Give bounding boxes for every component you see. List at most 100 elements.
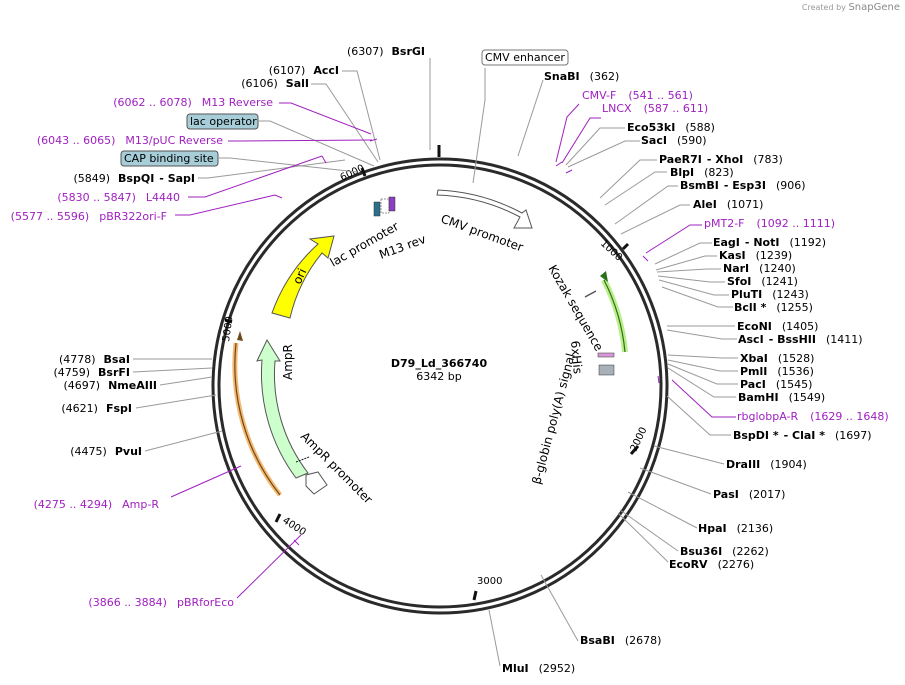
leader-bsrfi xyxy=(132,367,213,373)
polya-label: β-globin poly(A) signal xyxy=(529,352,577,486)
primer-pmt2f: pMT2-F(1092 .. 1111) xyxy=(704,217,835,230)
leader-sfoi xyxy=(657,275,725,283)
site-bcli: BclI *(1255) xyxy=(734,301,813,314)
leader-cap-site xyxy=(218,157,358,173)
site-bspqi: (5849)BspQI- SapI xyxy=(73,172,195,185)
leader-mlui xyxy=(488,609,501,667)
ampr-promoter-arrow xyxy=(305,471,328,495)
site-fspi: (4621)FspI xyxy=(61,402,132,415)
site-bsai: (4778)BsaI xyxy=(59,353,130,366)
primer-cmvf: CMV-F(541 .. 561) xyxy=(582,89,693,102)
primer-tick-pmt2f xyxy=(642,255,649,262)
site-bsmbi: BsmBI- Esp3I(906) xyxy=(680,179,806,192)
plasmid-length: 6342 bp xyxy=(416,370,461,383)
leader-bspqi xyxy=(198,159,346,179)
leader-ecorv xyxy=(617,512,669,563)
leader-nmeaiii xyxy=(159,376,213,386)
tick-label-4000: 4000 xyxy=(280,515,307,538)
his-label: 6xHis xyxy=(568,340,585,374)
ori-label: ori xyxy=(290,266,309,286)
ampr-promoter-dash xyxy=(295,456,310,463)
leader-bcli xyxy=(661,286,733,308)
amp-r-primer-head xyxy=(237,331,243,341)
leader-draiii xyxy=(653,445,725,465)
site-bsabi: BsaBI(2678) xyxy=(580,634,661,647)
site-mlui: MluI(2952) xyxy=(502,662,575,675)
leader-snabi xyxy=(517,79,544,157)
primer-l4440: (5830 .. 5847)L4440 xyxy=(57,191,180,204)
site-eco53ki: Eco53kI(588) xyxy=(627,121,715,134)
ori-arrow xyxy=(271,235,335,319)
site-sfoi: SfoI(1241) xyxy=(727,275,798,288)
site-xbai: XbaI(1528) xyxy=(740,352,814,365)
site-pmli: PmlI(1536) xyxy=(740,365,814,378)
backbone-inner-ring xyxy=(217,163,663,609)
lac-promoter-mark xyxy=(380,198,390,214)
tick-6000 xyxy=(360,167,367,177)
tick-1000 xyxy=(621,242,630,251)
branding-name: SnapGene xyxy=(848,2,900,13)
site-ecorv: EcoRV(2276) xyxy=(669,558,754,571)
lac-operator-text: lac operator xyxy=(190,115,257,128)
tick-label-3000: 3000 xyxy=(477,576,502,587)
primer-tick-pbrforeco xyxy=(293,539,300,546)
tick-2000 xyxy=(629,445,640,455)
primer-leader-m13puc xyxy=(228,139,373,142)
site-snabi: SnaBI(362) xyxy=(544,70,619,83)
leader-eco53ki xyxy=(565,127,625,166)
leader-paer7i xyxy=(599,159,657,199)
primer-leader-rbglobpa xyxy=(671,379,736,418)
site-bspdi: BspDI *- ClaI *(1697) xyxy=(733,429,872,442)
leader-eagi xyxy=(654,242,712,265)
primer-tick-rbglobpa xyxy=(657,375,660,384)
site-bsrfi: (4759)BsrFI xyxy=(53,366,130,379)
branding-prefix: Created by xyxy=(801,3,846,12)
primer-leaders xyxy=(170,102,736,599)
site-asci: AscI- BssHII(1411) xyxy=(738,333,863,346)
leader-sali xyxy=(311,83,379,163)
leader-saci xyxy=(567,140,640,168)
site-alei: AleI(1071) xyxy=(693,198,763,211)
site-acci: (6107)AccI xyxy=(269,64,339,77)
site-bsu36i: Bsu36I(2262) xyxy=(680,545,769,558)
leader-bsabi xyxy=(540,574,579,642)
leader-paci xyxy=(667,363,738,385)
primer-leader-m13rev xyxy=(279,102,372,135)
primer-pbrforeco: (3866 .. 3884)pBRforEco xyxy=(88,596,234,609)
leader-alei xyxy=(620,204,690,235)
leader-lines-left xyxy=(132,58,431,452)
leader-pmli xyxy=(667,359,738,372)
tick-label-2000: 2000 xyxy=(629,426,650,454)
primer-leader-cmvf xyxy=(555,103,580,163)
plasmid-name: D79_Ld_366740 xyxy=(391,357,488,370)
leader-cmv-enhancer xyxy=(472,68,486,184)
site-kasi: KasI(1239) xyxy=(719,249,792,262)
leader-xbai xyxy=(667,354,738,359)
primer-m13-puc: (6043 .. 6065)M13/pUC Reverse xyxy=(37,134,223,147)
primer-tick-m13 xyxy=(369,138,378,142)
primer-leader-pbrforeco xyxy=(236,534,302,599)
site-pvui: (4475)PvuI xyxy=(70,445,142,458)
primer-tick-l4440 xyxy=(321,155,327,164)
leader-nari xyxy=(656,268,721,273)
primer-leader-l4440 xyxy=(188,155,323,198)
cmv-promoter-label: CMV promoter xyxy=(439,212,525,255)
site-pluti: PluTI(1243) xyxy=(731,288,809,301)
tick-marks xyxy=(224,145,640,601)
site-bamhi: BamHI(1549) xyxy=(738,391,825,404)
tick-4000 xyxy=(274,513,282,523)
primer-lncx: LNCX(587 .. 611) xyxy=(602,102,708,115)
site-blpi: BlpI(823) xyxy=(670,166,734,179)
leader-kasi xyxy=(655,255,717,271)
ampr-promoter-label: AmpR promoter xyxy=(298,429,375,506)
leader-acci xyxy=(342,70,381,161)
polya-mark xyxy=(598,364,615,376)
leader-pasi xyxy=(639,467,712,495)
tick-5000 xyxy=(224,318,233,324)
cmv-enhancer-text: CMV enhancer xyxy=(485,51,565,64)
site-saci: SacI(590) xyxy=(641,134,707,147)
site-paci: PacI(1545) xyxy=(740,378,812,391)
mcs-mark xyxy=(597,352,615,358)
site-econi: EcoNI(1405) xyxy=(737,320,818,333)
tick-3000 xyxy=(472,590,478,601)
